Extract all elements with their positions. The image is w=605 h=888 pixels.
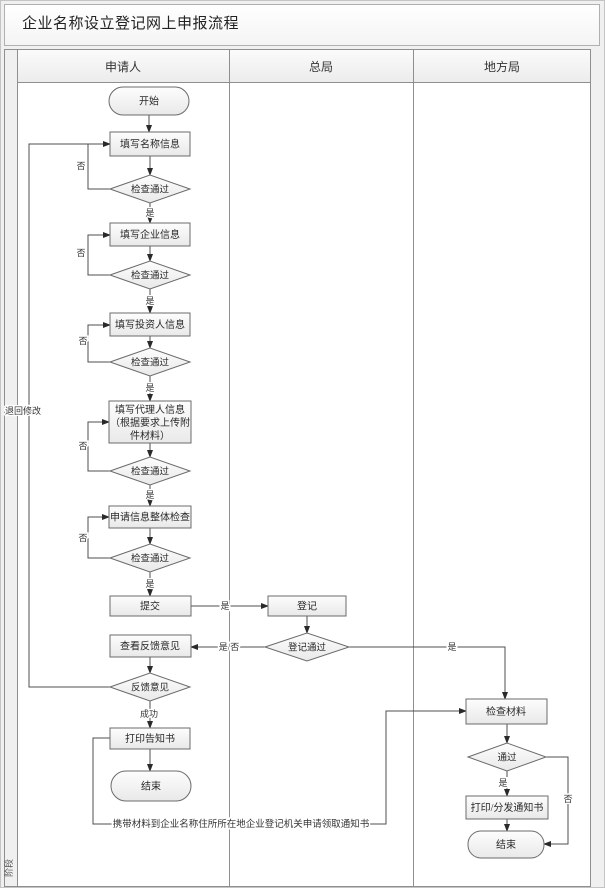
node-check5-label: 检查通过 [131, 553, 170, 565]
node-fill-company-label: 填写企业信息 [120, 228, 180, 241]
node-check2 [108, 260, 192, 290]
label-yes-regpass: 是 [447, 642, 456, 652]
edge-check5-no [87, 514, 110, 559]
label-no-2: 否 [76, 248, 85, 258]
label-yes-5: 是 [145, 579, 154, 589]
lane-header-local: 地方局 [483, 60, 521, 74]
node-fill-investor-label: 填写投资人信息 [115, 318, 185, 331]
node-check1 [108, 174, 192, 204]
node-fill-agent [108, 400, 192, 444]
node-end2 [467, 830, 545, 859]
node-fill-name [109, 131, 191, 157]
node-fill-name-label: 填写名称信息 [120, 138, 180, 151]
node-fill-company [109, 222, 191, 247]
node-print-notice-label: 打印告知书 [125, 732, 175, 745]
stage-column [5, 50, 18, 886]
node-print-distribute-label: 打印/分发通知书 [471, 801, 544, 814]
label-success: 成功 [140, 708, 158, 719]
lane-header-row [18, 50, 590, 83]
lane-header-central: 总局 [308, 60, 334, 74]
edge-return-modify-loop [28, 141, 111, 688]
label-yes-2: 是 [145, 296, 154, 306]
node-check3 [108, 347, 192, 377]
node-check5 [108, 543, 192, 573]
node-end2-label: 结束 [496, 838, 516, 851]
label-no-5: 否 [78, 533, 87, 543]
node-overall-check-label: 申请信息整体检查 [110, 511, 190, 524]
node-fill-investor [109, 312, 191, 337]
node-register-pass [263, 632, 351, 662]
node-start-label: 开始 [139, 95, 159, 108]
node-check4-label: 检查通过 [131, 466, 170, 478]
node-check1-label: 检查通过 [131, 184, 170, 196]
page-title: 企业名称设立登记网上申报流程 [22, 16, 240, 32]
label-no-4: 否 [78, 441, 87, 451]
node-view-feedback [109, 634, 192, 658]
node-check2-label: 检查通过 [131, 270, 170, 282]
edge-check3-no [87, 322, 111, 363]
node-pass [466, 742, 548, 772]
lane-divider-2 [413, 50, 414, 886]
node-submit-label: 提交 [140, 600, 160, 613]
edge-check1-no [87, 144, 110, 190]
label-no-3: 否 [78, 336, 87, 346]
node-print-distribute [465, 795, 549, 820]
label-no-pass: 否 [563, 794, 572, 804]
node-feedback-label: 反馈意见 [131, 682, 169, 694]
stage-column-label: 阶段 [3, 859, 14, 877]
node-end1 [110, 770, 192, 802]
edge-pass-no [543, 756, 569, 847]
label-no-1: 否 [76, 161, 85, 171]
node-submit [109, 595, 192, 617]
node-pass-label: 通过 [497, 752, 517, 764]
node-view-feedback-label: 查看反馈意见 [120, 640, 180, 653]
lane-header-applicant: 申请人 [104, 60, 142, 74]
edge-check4-no [87, 419, 110, 472]
node-fill-agent-line3: 件材料） [130, 429, 170, 442]
node-overall-check [108, 505, 192, 529]
label-return-modify: 退回修改 [5, 405, 41, 416]
node-check-materials-label: 检查材料 [486, 705, 526, 718]
label-yes-no: 是/否 [219, 642, 240, 652]
label-yes-4: 是 [145, 490, 154, 500]
node-feedback [108, 672, 192, 702]
node-start [108, 86, 190, 116]
edge-check2-no [87, 232, 111, 276]
node-check3-label: 检查通过 [131, 357, 170, 369]
lane-divider-1 [229, 50, 230, 886]
label-yes-pass: 是 [498, 778, 507, 788]
label-carry-materials-note: 携带材料到企业名称住所所在地企业登记机关申请领取通知书 [113, 818, 370, 830]
label-yes-1: 是 [145, 208, 154, 218]
title-bar: 企业名称设立登记网上申报流程 [4, 4, 600, 46]
node-fill-agent-line2: （根据要求上传附 [110, 416, 190, 429]
node-check4 [108, 456, 192, 486]
node-fill-agent-line1: 填写代理人信息 [115, 403, 185, 416]
node-check-materials [465, 698, 548, 725]
label-yes-3: 是 [145, 383, 154, 393]
edge-regpass-checkmaterials [349, 646, 508, 700]
edge-carry-materials [92, 708, 467, 825]
node-end1-label: 结束 [141, 780, 161, 793]
node-print-notice [109, 727, 191, 750]
node-register-pass-label: 登记通过 [288, 642, 327, 654]
node-register-label: 登记 [297, 600, 317, 613]
label-yes-submit: 是 [220, 601, 229, 611]
node-register [267, 595, 347, 617]
